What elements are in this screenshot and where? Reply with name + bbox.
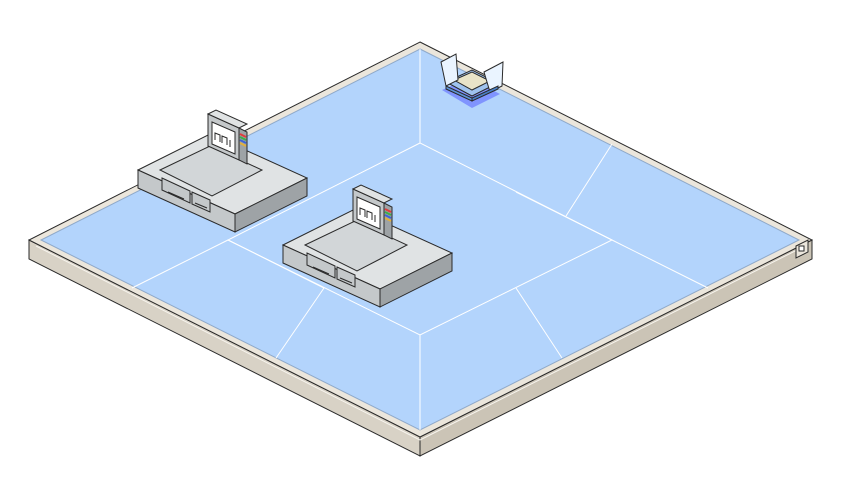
tray-icon[interactable] <box>440 53 504 108</box>
port-socket <box>798 245 805 252</box>
tray-right-wing <box>483 61 504 93</box>
floor-line-7 <box>275 287 325 359</box>
floor-line-8 <box>227 239 325 289</box>
glyph-a <box>359 207 366 217</box>
stripe-yellow <box>239 142 247 147</box>
console-slot-1 <box>167 191 185 200</box>
monitor-screen-glyph-icon <box>214 132 231 147</box>
monitor-stripe-icon <box>384 208 392 222</box>
platform-rim-highlight <box>35 245 421 441</box>
console-center[interactable] <box>281 184 454 308</box>
monitor-top <box>206 109 249 129</box>
port-icon[interactable] <box>795 239 809 259</box>
platform-rim-highlight-2 <box>419 245 806 441</box>
stripe-blue <box>384 214 392 219</box>
console-drawer-1 <box>161 177 191 204</box>
console-slot-2 <box>194 202 208 209</box>
console-base-front-right <box>379 252 453 308</box>
monitor-screen-glyph-icon <box>359 207 376 222</box>
tray-left-wing <box>440 53 459 87</box>
monitor-screen <box>356 196 381 230</box>
console-left[interactable] <box>136 109 309 233</box>
floor-line-4 <box>611 239 709 289</box>
floor-line-9 <box>515 191 613 241</box>
floor-line-3 <box>131 239 229 289</box>
tray-right-rail <box>471 85 499 102</box>
stripe-red <box>239 133 247 138</box>
monitor-screen <box>211 121 236 155</box>
floor-line-1 <box>226 49 614 336</box>
console-slot-2 <box>339 277 353 284</box>
stripe-green <box>239 136 247 141</box>
glyph-a <box>214 132 221 142</box>
glyph-n <box>221 135 228 145</box>
console-base-front-right <box>234 177 308 233</box>
floor-gridlines <box>131 49 709 430</box>
stripe-yellow <box>384 217 392 222</box>
floor-line-5 <box>565 143 613 217</box>
stripe-blue <box>239 139 247 144</box>
console-slot-1 <box>312 266 330 275</box>
stripe-green <box>384 211 392 216</box>
console-drawer-1 <box>306 252 336 279</box>
monitor-stripe-icon <box>239 133 247 147</box>
monitor-top <box>351 184 394 204</box>
glyph-n <box>366 210 373 220</box>
floor-line-6 <box>515 287 563 359</box>
stripe-red <box>384 208 392 213</box>
